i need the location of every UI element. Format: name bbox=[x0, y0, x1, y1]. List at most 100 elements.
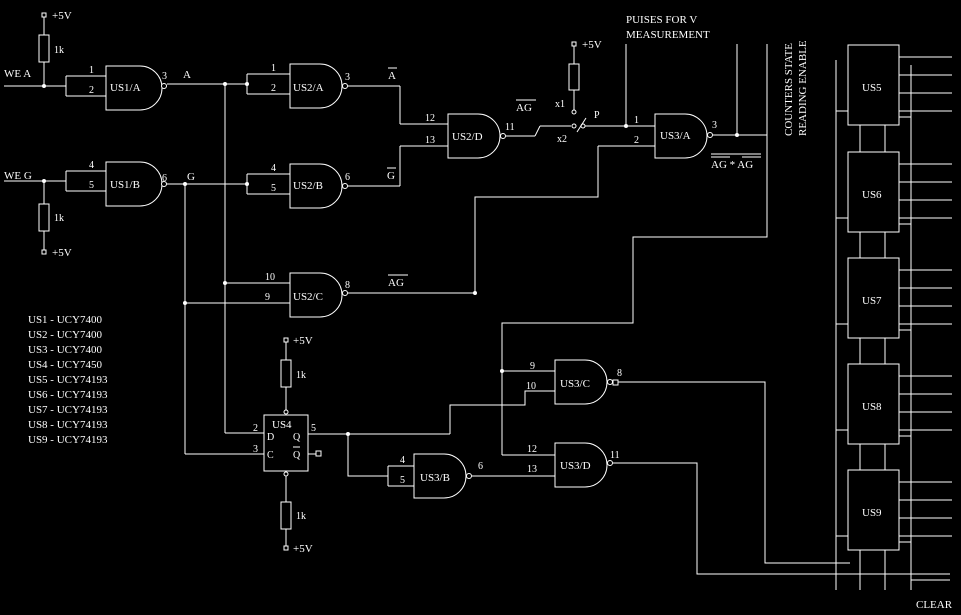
pin-label: 8 bbox=[617, 368, 622, 379]
pin-label: 10 bbox=[526, 381, 536, 392]
pin-label: 6 bbox=[345, 172, 350, 183]
gate-label: US1/A bbox=[110, 82, 141, 94]
pin-label: 6 bbox=[478, 461, 483, 472]
pin-c: C bbox=[267, 450, 274, 461]
gate-label: US2/A bbox=[293, 82, 324, 94]
signal-g: G bbox=[187, 171, 195, 183]
input-we-a: WE A bbox=[4, 68, 31, 80]
gate-label: US3/B bbox=[420, 472, 450, 484]
counter-us5: US5 bbox=[836, 44, 952, 152]
pin-label: 4 bbox=[271, 163, 276, 174]
switch-x2: x2 bbox=[557, 134, 567, 145]
gate-us3b: US3/B 4 5 6 bbox=[387, 453, 483, 499]
pin-label: 5 bbox=[89, 180, 94, 191]
signal-ag-bar-top: AG bbox=[516, 102, 532, 114]
pin-label: 1 bbox=[634, 115, 639, 126]
flipflop-us4: +5V 1k 1k +5V US4 D C Q Q 2 3 5 bbox=[253, 335, 322, 555]
pin-label: 12 bbox=[425, 113, 435, 124]
counter-body bbox=[847, 363, 900, 445]
switch-x1: x1 bbox=[555, 99, 565, 110]
signal-g-bar: G bbox=[387, 170, 395, 182]
signal-and-expr: AG * AG bbox=[711, 159, 753, 171]
pin-label: 13 bbox=[425, 135, 435, 146]
supply-label: +5V bbox=[52, 10, 72, 22]
counter-us6: US6 bbox=[836, 151, 952, 258]
pin-label: 3 bbox=[345, 72, 350, 83]
gate-us3c: US3/C 9 10 8 bbox=[526, 359, 622, 405]
input-we-g: WE G bbox=[4, 170, 32, 182]
legend-item: US4 - UCY7450 bbox=[28, 359, 102, 371]
gate-us2c: US2/C 10 9 8 bbox=[265, 272, 350, 318]
gate-us3d: US3/D 12 13 11 bbox=[527, 442, 620, 488]
counter-body bbox=[847, 151, 900, 233]
legend-item: US3 - UCY7400 bbox=[28, 344, 102, 356]
gate-label: US3/C bbox=[560, 378, 590, 390]
pin-label: 2 bbox=[634, 135, 639, 146]
pullup-g: 1k +5V bbox=[38, 181, 72, 259]
gate-us2a: US2/A 1 2 3 bbox=[271, 63, 350, 109]
legend-item: US1 - UCY7400 bbox=[28, 314, 102, 326]
pin-label: 2 bbox=[271, 83, 276, 94]
pin-label: 4 bbox=[400, 455, 405, 466]
pin-label: 11 bbox=[505, 122, 515, 133]
supply-label: +5V bbox=[52, 247, 72, 259]
switch-p: P bbox=[594, 110, 600, 121]
legend-item: US8 - UCY74193 bbox=[28, 419, 108, 431]
pin-label: 3 bbox=[712, 120, 717, 131]
counter-label: US8 bbox=[862, 401, 882, 413]
pin-label: 11 bbox=[610, 450, 620, 461]
signal-a: A bbox=[183, 69, 191, 81]
resistor-label: 1k bbox=[296, 511, 306, 522]
pin-q: Q bbox=[293, 432, 301, 443]
selector-switch[interactable]: +5V x1 x2 P bbox=[555, 39, 655, 145]
pin-label: 9 bbox=[265, 292, 270, 303]
counter-us8: US8 bbox=[836, 363, 952, 470]
pin-label: 12 bbox=[527, 444, 537, 455]
label-counters-2: READING ENABLE bbox=[797, 40, 809, 136]
counter-body bbox=[847, 257, 900, 339]
pin-label: 2 bbox=[253, 423, 258, 434]
pin-label: 5 bbox=[311, 423, 316, 434]
pin-label: 1 bbox=[271, 63, 276, 74]
pin-qbar: Q bbox=[293, 450, 301, 461]
counter-body bbox=[847, 469, 900, 551]
pin-label: 5 bbox=[400, 475, 405, 486]
pin-label: 5 bbox=[271, 183, 276, 194]
gate-us1b: US1/B 4 5 6 bbox=[65, 160, 167, 207]
counter-us9: US9 bbox=[836, 469, 952, 551]
pin-label: 2 bbox=[89, 85, 94, 96]
resistor-label: 1k bbox=[296, 370, 306, 381]
counter-us7: US7 bbox=[836, 257, 952, 364]
resistor-label: 1k bbox=[54, 213, 64, 224]
resistor-label: 1k bbox=[54, 45, 64, 56]
gate-us3a: US3/A 1 2 3 bbox=[634, 113, 717, 159]
supply-label: +5V bbox=[293, 335, 313, 347]
counter-label: US5 bbox=[862, 82, 882, 94]
legend-item: US2 - UCY7400 bbox=[28, 329, 102, 341]
gate-label: US2/C bbox=[293, 291, 323, 303]
gate-label: US3/A bbox=[660, 130, 691, 142]
pin-label: 4 bbox=[89, 160, 94, 171]
pin-label: 3 bbox=[253, 444, 258, 455]
label-pulses-1: PUISES FOR V bbox=[626, 14, 697, 26]
legend-item: US9 - UCY74193 bbox=[28, 434, 108, 446]
gate-label: US2/D bbox=[452, 131, 483, 143]
supply-label: +5V bbox=[293, 543, 313, 555]
pin-label: 1 bbox=[89, 65, 94, 76]
gate-label: US3/D bbox=[560, 460, 591, 472]
gate-us2d: US2/D 12 13 11 bbox=[425, 113, 515, 159]
counter-label: US9 bbox=[862, 507, 882, 519]
gate-label: US2/B bbox=[293, 180, 323, 192]
pin-label: 8 bbox=[345, 280, 350, 291]
supply-label: +5V bbox=[582, 39, 602, 51]
label-clear: CLEAR bbox=[916, 599, 953, 611]
counter-label: US7 bbox=[862, 295, 882, 307]
pullup-a: +5V 1k bbox=[38, 10, 72, 86]
counter-label: US6 bbox=[862, 189, 882, 201]
gate-label: US4 bbox=[272, 419, 292, 431]
legend-item: US5 - UCY74193 bbox=[28, 374, 108, 386]
signal-ag-bar-mid: AG bbox=[388, 277, 404, 289]
